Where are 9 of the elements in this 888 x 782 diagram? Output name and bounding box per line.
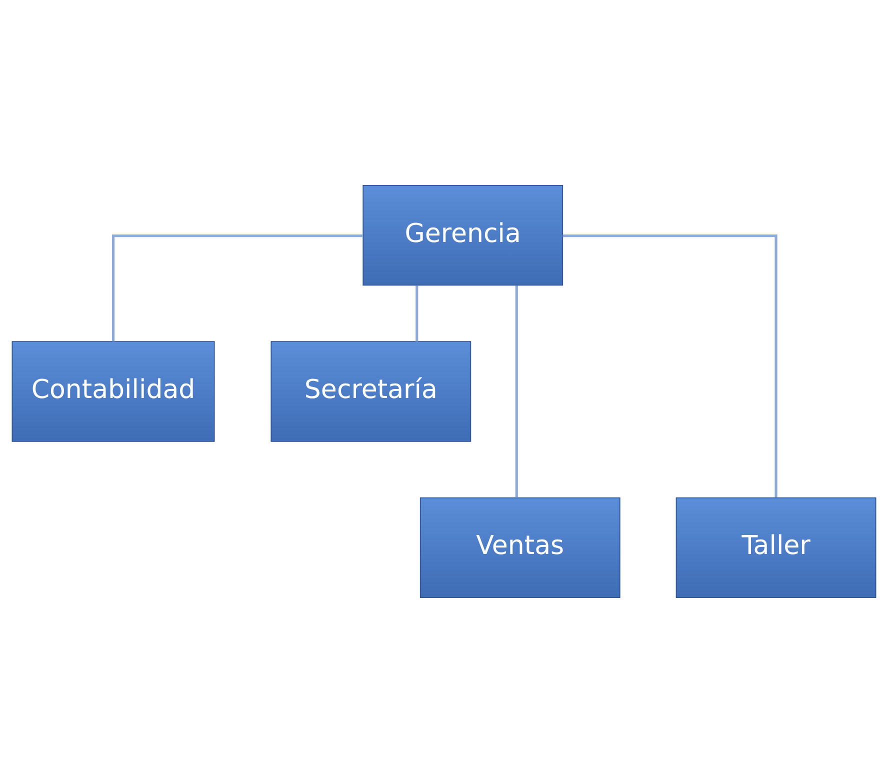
node-box: Taller (676, 496, 876, 598)
connector (515, 285, 518, 498)
connector (416, 285, 418, 342)
node-box: Ventas (420, 496, 620, 598)
node-box: Contabilidad (12, 340, 215, 442)
node-box: Secretaría (270, 340, 472, 442)
node-box: Gerencia (362, 184, 564, 286)
connector (112, 234, 363, 341)
connector (562, 234, 778, 498)
